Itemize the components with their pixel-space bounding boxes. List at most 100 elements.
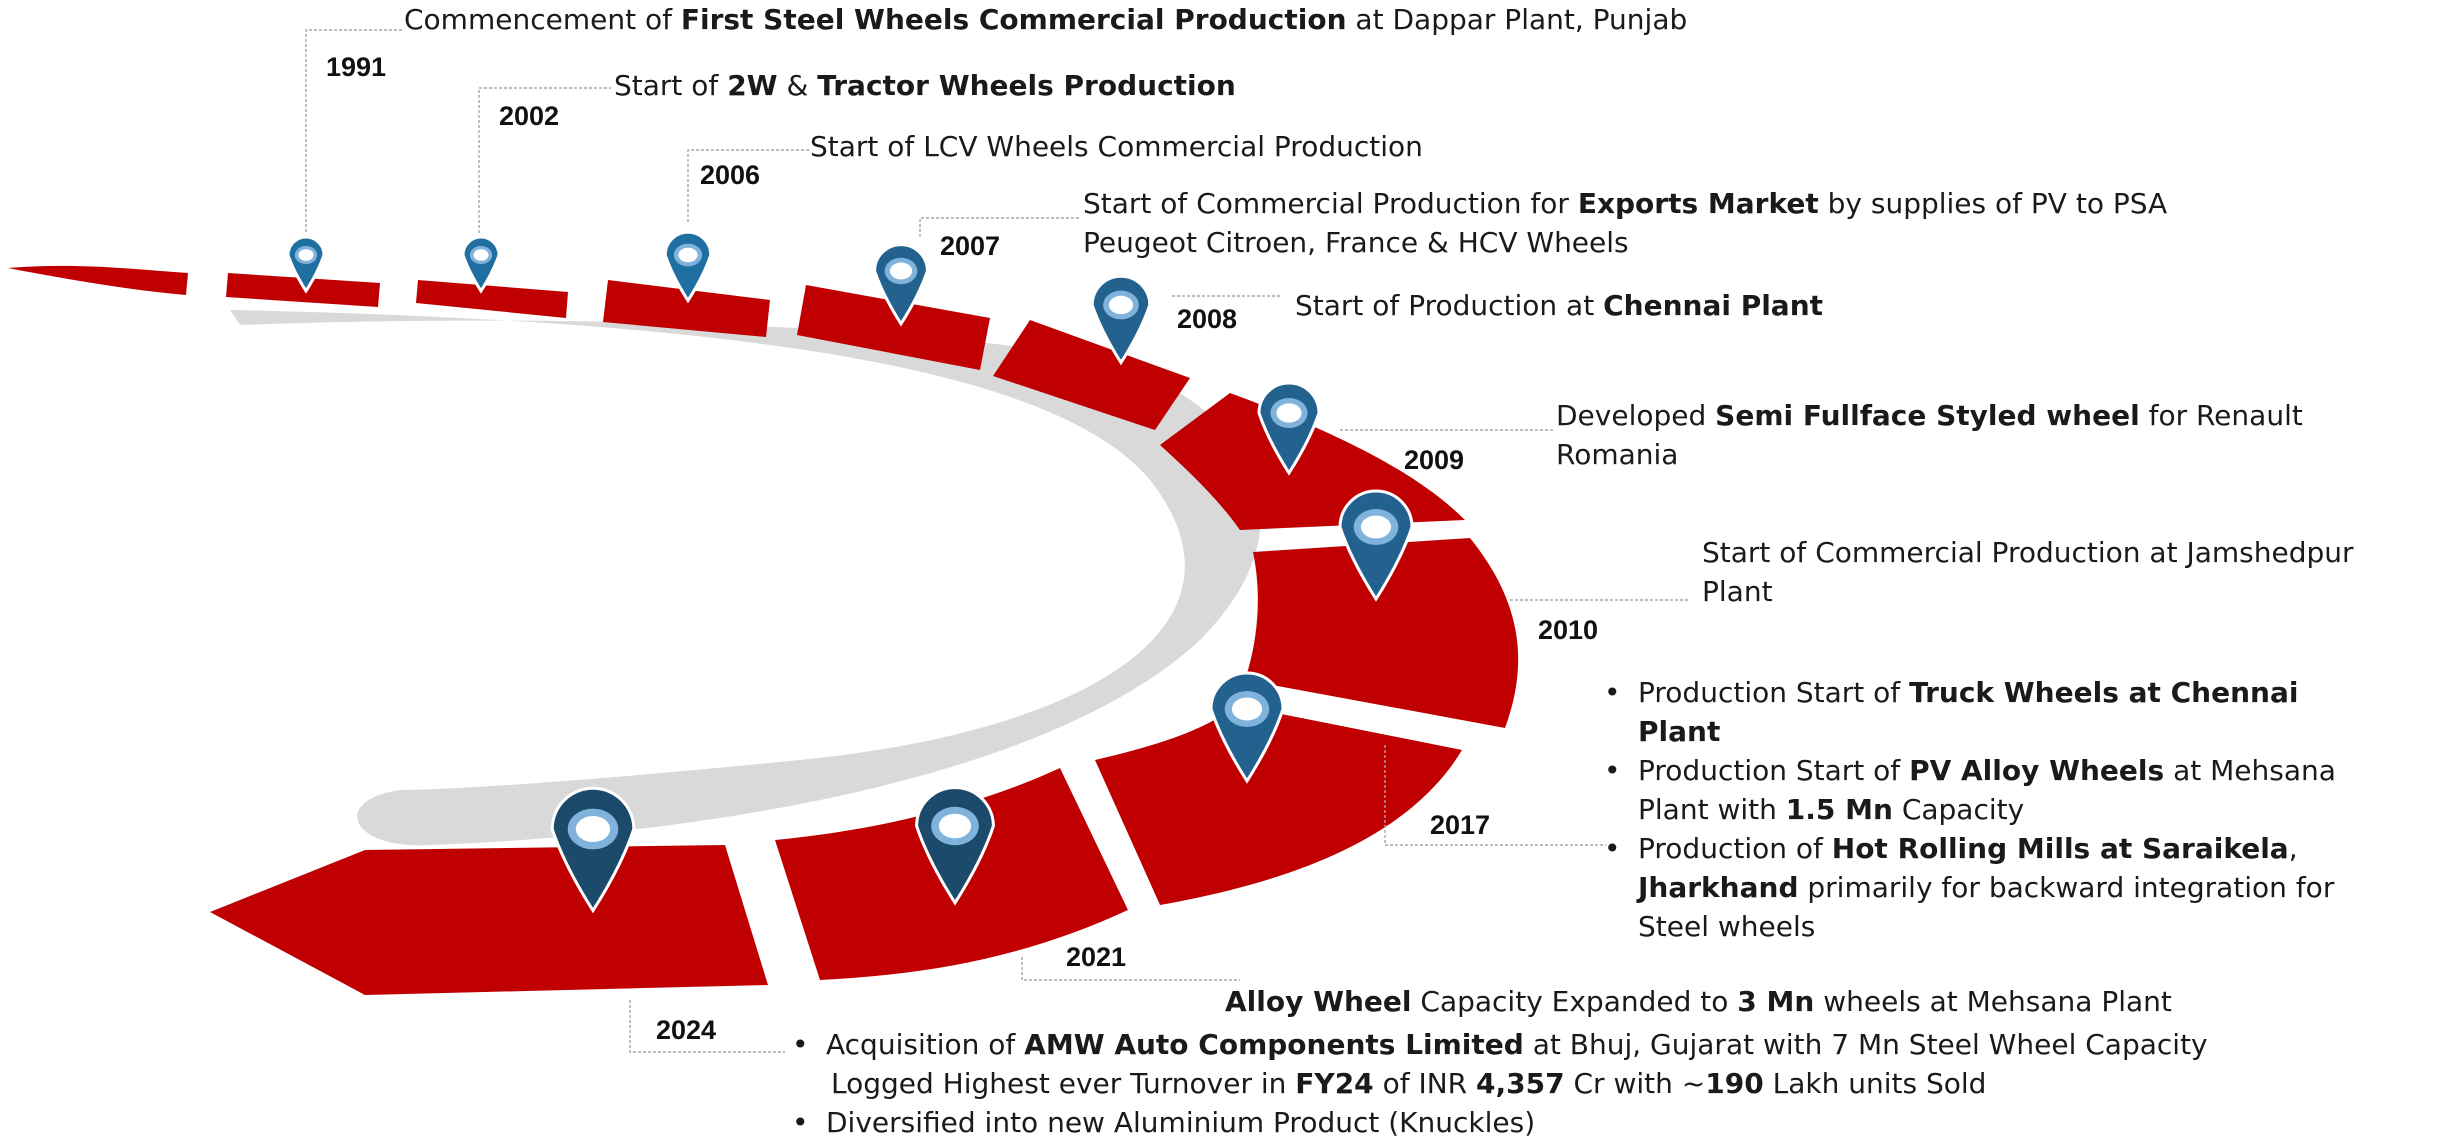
- text: at Mehsana: [2164, 754, 2336, 787]
- event-2021: Alloy Wheel Capacity Expanded to 3 Mn wh…: [1225, 982, 2172, 1021]
- location-pin-icon: [1090, 274, 1152, 366]
- bold-text: FY24: [1295, 1067, 1374, 1100]
- text: by supplies of PV to PSA: [1818, 187, 2168, 220]
- text: Capacity Expanded to: [1411, 985, 1738, 1018]
- year-2006: 2006: [700, 160, 761, 190]
- text: Start of Production at: [1295, 289, 1604, 322]
- location-pin-icon: [461, 235, 501, 294]
- text-line: Production Start of PV Alloy Wheels at M…: [1638, 751, 2432, 790]
- text: for Renault: [2139, 399, 2303, 432]
- location-pin-icon: [663, 230, 713, 304]
- pin-center: [575, 815, 611, 843]
- red-road: [8, 265, 1519, 995]
- bold-text: Exports Market: [1577, 187, 1819, 220]
- bold-text: Hot Rolling Mills at Saraikela: [1831, 832, 2289, 865]
- text: Start of LCV Wheels Commercial Productio…: [810, 130, 1423, 163]
- text-line: Acquisition of AMW Auto Components Limit…: [826, 1025, 2390, 1064]
- location-pin-icon: [1257, 381, 1321, 476]
- road-segment-2007: [797, 285, 990, 370]
- event-2010: Start of Commercial Production at Jamshe…: [1702, 533, 2354, 611]
- pin-center: [1360, 515, 1392, 539]
- pin-center: [298, 249, 314, 261]
- text-line: Peugeot Citroen, France & HCV Wheels: [1083, 223, 2167, 262]
- year-2021: 2021: [1066, 942, 1127, 972]
- pin-center: [1108, 295, 1134, 315]
- text-line: Start of Production at Chennai Plant: [1295, 286, 1823, 325]
- text-line: Start of 2W & Tractor Wheels Production: [614, 66, 1236, 105]
- bold-text: Tractor Wheels Production: [817, 69, 1236, 102]
- leader-2017: [1384, 745, 1606, 846]
- road-segment-2008: [993, 320, 1190, 430]
- year-2009: 2009: [1404, 445, 1465, 475]
- leader-2024: [629, 1000, 785, 1053]
- location-pin-icon: [915, 786, 995, 906]
- text: at Dappar Plant, Punjab: [1346, 3, 1688, 36]
- bold-text: 1.5 Mn: [1785, 793, 1893, 826]
- bullet-item: Acquisition of AMW Auto Components Limit…: [790, 1025, 2390, 1064]
- pin-center: [1276, 403, 1302, 423]
- text-line: Jharkhand primarily for backward integra…: [1638, 868, 2432, 907]
- location-pin-icon: [286, 235, 326, 294]
- text: Cr with ~: [1564, 1067, 1706, 1100]
- bold-text: Chennai Plant: [1603, 289, 1824, 322]
- text-line: Logged Highest ever Turnover in FY24 of …: [831, 1067, 1986, 1100]
- bold-text: 190: [1705, 1067, 1764, 1100]
- leader-2021: [1021, 957, 1240, 981]
- leader-2007: [919, 217, 1080, 237]
- text-line: Production of Hot Rolling Mills at Sarai…: [1638, 829, 2432, 868]
- text: Diversified into new Aluminium Product (…: [826, 1106, 1536, 1139]
- text-line: Plant: [1702, 572, 2354, 611]
- bullet-item: Production Start of Truck Wheels at Chen…: [1602, 673, 2432, 751]
- event-2007: Start of Commercial Production for Expor…: [1083, 184, 2167, 262]
- text: Plant with: [1638, 793, 1786, 826]
- text-line: Plant with 1.5 Mn Capacity: [1638, 790, 2432, 829]
- year-2008: 2008: [1177, 304, 1238, 334]
- road-segment-1991: [226, 273, 380, 307]
- location-pin-icon: [550, 786, 636, 914]
- pin-center: [1231, 697, 1263, 721]
- bold-text: PV Alloy Wheels: [1909, 754, 2165, 787]
- year-2024: 2024: [656, 1015, 717, 1045]
- road-segment-2024: [210, 845, 768, 995]
- text: Plant: [1702, 575, 1773, 608]
- text: Logged Highest ever Turnover in: [831, 1067, 1296, 1100]
- text: Romania: [1556, 438, 1679, 471]
- bold-text: AMW Auto Components Limited: [1024, 1028, 1524, 1061]
- text: &: [777, 69, 818, 102]
- road-segment-2010: [1245, 538, 1519, 728]
- year-1991: 1991: [326, 52, 387, 82]
- text: Start of Commercial Production for: [1083, 187, 1578, 220]
- text: primarily for backward integration for: [1798, 871, 2335, 904]
- text: Capacity: [1892, 793, 2025, 826]
- text-line: Steel wheels: [1638, 907, 2432, 946]
- text: Steel wheels: [1638, 910, 1816, 943]
- text-line: Alloy Wheel Capacity Expanded to 3 Mn wh…: [1225, 982, 2172, 1021]
- text-line: Start of LCV Wheels Commercial Productio…: [810, 127, 1423, 166]
- year-2017: 2017: [1430, 810, 1491, 840]
- road-segment-2006: [603, 280, 770, 337]
- text: Production Start of: [1638, 676, 1910, 709]
- leader-2002: [478, 87, 611, 233]
- bold-text: Jharkhand: [1638, 871, 1799, 904]
- text: Peugeot Citroen, France & HCV Wheels: [1083, 226, 1629, 259]
- road-segment-2017: [1095, 705, 1462, 905]
- bold-text: Truck Wheels at Chennai: [1909, 676, 2299, 709]
- road-segment-2002: [416, 280, 568, 318]
- text: Production Start of: [1638, 754, 1910, 787]
- bold-text: Semi Fullface Styled wheel: [1715, 399, 2140, 432]
- text-line: Romania: [1556, 435, 2303, 474]
- bold-text: 2W: [727, 69, 778, 102]
- text: wheels at Mehsana Plant: [1814, 985, 2172, 1018]
- leader-2006: [687, 149, 810, 222]
- bullet-item: Production Start of PV Alloy Wheels at M…: [1602, 751, 2432, 829]
- road-tail: [8, 265, 188, 295]
- location-pin-icon: [1209, 671, 1285, 784]
- text: of INR: [1373, 1067, 1477, 1100]
- text-line: Production Start of Truck Wheels at Chen…: [1638, 673, 2432, 712]
- year-2007: 2007: [940, 231, 1001, 261]
- event-2024-list-a: Acquisition of AMW Auto Components Limit…: [790, 1025, 2390, 1064]
- text-line: Start of Commercial Production for Expor…: [1083, 184, 2167, 223]
- location-pin-icon: [1338, 489, 1414, 602]
- event-2002: Start of 2W & Tractor Wheels Production: [614, 66, 1236, 105]
